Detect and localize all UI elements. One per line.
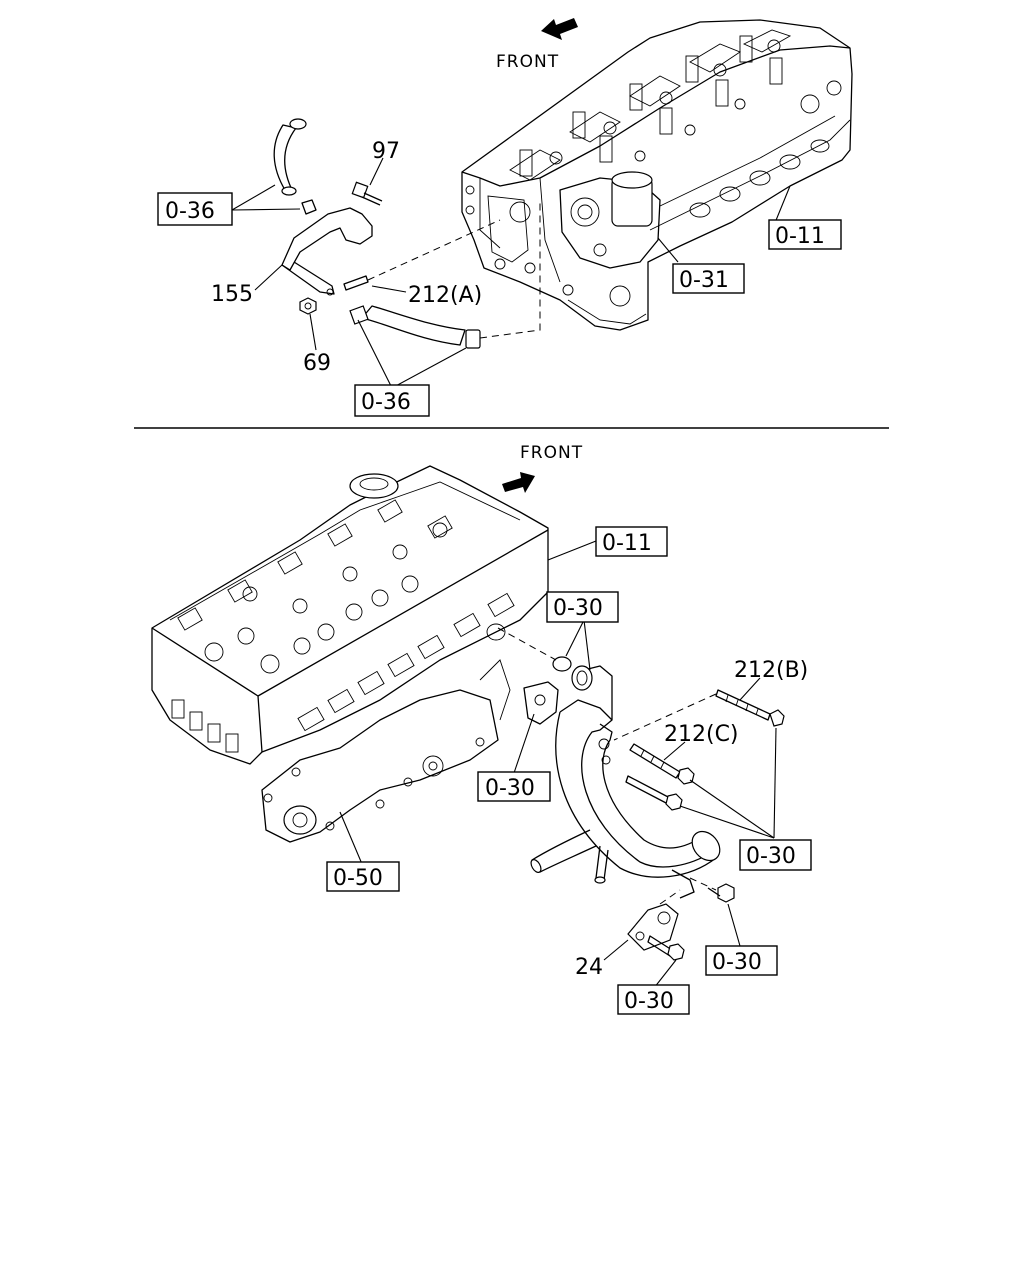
bolt-bottom	[647, 935, 685, 961]
callout-0-30-bottom-bolt: 0-30	[617, 984, 690, 1015]
label-69: 69	[303, 351, 331, 376]
callout-0-36-bottom: 0-36	[354, 384, 430, 417]
svg-text:0-11: 0-11	[602, 531, 652, 556]
coolant-hose-top	[273, 118, 317, 215]
svg-text:0-36: 0-36	[361, 390, 411, 415]
svg-text:0-30: 0-30	[553, 596, 603, 621]
svg-text:0-50: 0-50	[333, 866, 383, 891]
coolant-hose-lower	[349, 200, 541, 349]
svg-text:0-30: 0-30	[624, 989, 674, 1014]
callout-0-31: 0-31	[672, 263, 745, 294]
callout-0-50: 0-50	[326, 861, 400, 892]
gasket-upper	[552, 656, 572, 672]
svg-text:0-36: 0-36	[165, 199, 215, 224]
callout-0-30-right-bolt: 0-30	[705, 945, 778, 976]
svg-text:0-30: 0-30	[712, 950, 762, 975]
callout-0-36-left: 0-36	[157, 192, 233, 226]
bolt-lower	[625, 775, 683, 811]
stud-212a	[343, 219, 501, 291]
label-212b: 212(B)	[734, 658, 808, 683]
svg-text:0-30: 0-30	[485, 776, 535, 801]
callout-0-30-bolts: 0-30	[739, 839, 812, 871]
stud-212c	[629, 743, 695, 785]
svg-text:0-31: 0-31	[679, 268, 729, 293]
plate-24	[627, 889, 681, 951]
bottom-section: FRONT	[151, 443, 812, 1015]
pipe-155	[281, 207, 373, 296]
label-155: 155	[211, 282, 253, 307]
dash-gasket	[497, 627, 557, 661]
svg-text:0-11: 0-11	[775, 224, 825, 249]
svg-text:0-30: 0-30	[746, 844, 796, 869]
cylinder-head-top	[461, 19, 853, 331]
bolt-right	[689, 877, 735, 903]
callout-0-11-bottom: 0-11	[595, 526, 668, 557]
top-section: FRONT	[157, 18, 853, 417]
label-212c: 212(C)	[664, 722, 739, 747]
arrow-left-down-icon	[541, 18, 578, 40]
front-label-bottom: FRONT	[520, 443, 583, 463]
leader-lines-bottom	[339, 540, 777, 989]
label-24: 24	[575, 955, 603, 980]
gasket-flange	[523, 681, 559, 725]
callout-0-30-flange: 0-30	[477, 771, 551, 802]
bolt-97	[351, 181, 383, 206]
callout-0-11-top: 0-11	[768, 219, 842, 250]
nut-69	[299, 297, 317, 315]
label-212a: 212(A)	[408, 283, 482, 308]
arrow-right-up-icon	[502, 472, 535, 493]
callout-0-30-gasket: 0-30	[546, 591, 619, 623]
label-97: 97	[372, 139, 400, 164]
water-outlet-pipe	[530, 665, 721, 899]
front-label-top: FRONT	[496, 52, 559, 72]
cylinder-head-bottom	[151, 465, 549, 765]
manifold-0-50	[261, 659, 511, 843]
stud-212b	[613, 689, 785, 741]
